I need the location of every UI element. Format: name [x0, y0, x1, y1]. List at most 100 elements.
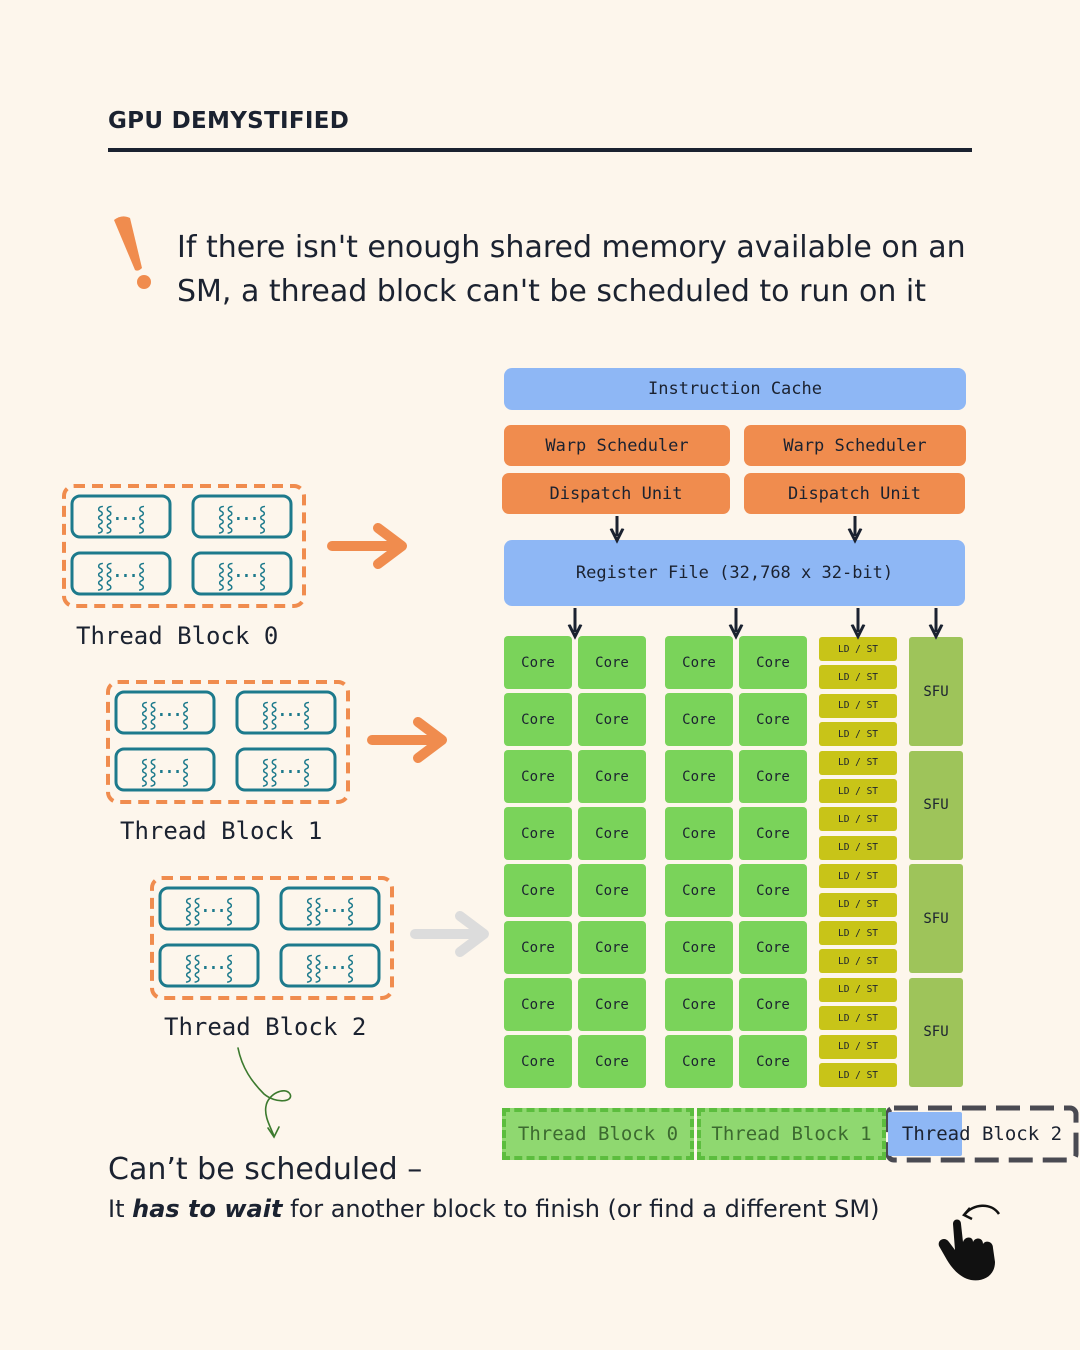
exclamation-icon	[114, 216, 151, 289]
shared-memory-slot-1: Thread Block 1	[697, 1108, 886, 1160]
core-unit: Core	[504, 636, 572, 689]
core-unit: Core	[665, 921, 733, 974]
core-unit: Core	[739, 807, 807, 860]
swipe-hand-icon[interactable]	[935, 1200, 1007, 1282]
ldst-unit: LD / ST	[819, 835, 897, 860]
caption-post: for another block to finish (or find a d…	[282, 1195, 880, 1223]
warp-glyph: ⸾⸾⋯⸾	[305, 896, 355, 926]
core-unit: Core	[665, 636, 733, 689]
thread-block-0: ⸾⸾⋯⸾ ⸾⸾⋯⸾ ⸾⸾⋯⸾ ⸾⸾⋯⸾	[62, 484, 306, 608]
core-unit: Core	[578, 921, 646, 974]
warp-glyph: ⸾⸾⋯⸾	[261, 700, 311, 730]
sfu-unit: SFU	[909, 977, 963, 1087]
dispatch-unit-right: Dispatch Unit	[744, 473, 965, 514]
ldst-unit: LD / ST	[819, 949, 897, 974]
ldst-unit: LD / ST	[819, 637, 897, 661]
core-unit: Core	[504, 864, 572, 917]
block-arrow-1	[367, 717, 447, 763]
core-unit: Core	[504, 921, 572, 974]
note-text: If there isn't enough shared memory avai…	[177, 230, 966, 309]
core-unit: Core	[578, 693, 646, 746]
thread-block-2-label: Thread Block 2	[164, 1013, 367, 1041]
warp-threads-icon	[191, 494, 293, 539]
caption-title: Can’t be scheduled –	[108, 1152, 423, 1187]
caption-pre: It	[108, 1195, 133, 1223]
core-unit: Core	[504, 750, 572, 803]
warp-threads-icon	[70, 551, 172, 596]
ldst-unit: LD / ST	[819, 693, 897, 718]
block-arrow-2-blocked	[410, 911, 489, 957]
core-unit: Core	[665, 864, 733, 917]
warp-threads-icon	[158, 886, 260, 931]
core-unit: Core	[739, 1035, 807, 1088]
shared-memory-slot-2: Thread Block 2	[901, 1123, 1063, 1145]
warp-threads-icon	[235, 747, 337, 792]
warp-glyph: ⸾⸾⋯⸾	[217, 504, 267, 534]
caption-line: It has to wait for another block to fini…	[108, 1195, 879, 1223]
warp-threads-icon	[158, 943, 260, 988]
warp-glyph: ⸾⸾⋯⸾	[140, 757, 190, 787]
block-arrow-0	[327, 523, 407, 569]
sfu-unit: SFU	[909, 750, 963, 860]
ldst-unit: LD / ST	[819, 779, 897, 803]
warp-threads-icon	[279, 886, 381, 931]
warp-threads-icon	[191, 551, 293, 596]
warp-threads-icon	[235, 690, 337, 735]
core-unit: Core	[578, 864, 646, 917]
ldst-unit: LD / ST	[819, 1006, 897, 1031]
warp-glyph: ⸾⸾⋯⸾	[140, 700, 190, 730]
ldst-unit: LD / ST	[819, 722, 897, 747]
ldst-unit: LD / ST	[819, 750, 897, 775]
core-unit: Core	[665, 1035, 733, 1088]
core-unit: Core	[578, 750, 646, 803]
core-unit: Core	[504, 807, 572, 860]
warp-glyph: ⸾⸾⋯⸾	[96, 561, 146, 591]
core-unit: Core	[739, 921, 807, 974]
core-unit: Core	[578, 978, 646, 1031]
warp-scheduler-left: Warp Scheduler	[504, 425, 730, 466]
thread-block-2: ⸾⸾⋯⸾⸾⸾⋯⸾⸾⸾⋯⸾⸾⸾⋯⸾	[150, 876, 394, 1000]
core-unit: Core	[739, 864, 807, 917]
core-unit: Core	[739, 636, 807, 689]
core-unit: Core	[504, 978, 572, 1031]
sfu-unit: SFU	[909, 637, 963, 746]
instruction-cache: Instruction Cache	[504, 368, 966, 410]
ldst-unit: LD / ST	[819, 921, 897, 945]
core-unit: Core	[665, 978, 733, 1031]
thread-block-1-label: Thread Block 1	[120, 817, 323, 845]
curly-arrow	[237, 1047, 292, 1139]
core-unit: Core	[578, 807, 646, 860]
core-unit: Core	[665, 693, 733, 746]
core-unit: Core	[665, 807, 733, 860]
warp-glyph: ⸾⸾⋯⸾	[261, 757, 311, 787]
thread-block-2-partial-fill	[888, 1112, 962, 1156]
thread-block-0-label: Thread Block 0	[76, 622, 279, 650]
core-unit: Core	[739, 750, 807, 803]
warp-scheduler-right: Warp Scheduler	[744, 425, 966, 466]
thread-block-2-slot-outline	[885, 1105, 1079, 1163]
shared-memory-slot-0: Thread Block 0	[502, 1108, 694, 1160]
caption-bold: has to wait	[132, 1195, 283, 1223]
dispatch-unit-left: Dispatch Unit	[502, 473, 730, 514]
ldst-unit: LD / ST	[819, 864, 897, 889]
core-unit: Core	[739, 693, 807, 746]
ldst-unit: LD / ST	[819, 665, 897, 690]
core-unit: Core	[504, 693, 572, 746]
ldst-unit: LD / ST	[819, 807, 897, 832]
core-unit: Core	[504, 1035, 572, 1088]
header-rule	[108, 148, 972, 152]
core-unit: Core	[665, 750, 733, 803]
warp-threads-icon	[114, 747, 216, 792]
warp-threads-icon	[70, 494, 172, 539]
warp-glyph: ⸾⸾⋯⸾	[305, 953, 355, 983]
register-file: Register File (32,768 x 32-bit)	[504, 540, 965, 606]
warp-glyph: ⸾⸾⋯⸾	[217, 561, 267, 591]
ldst-unit: LD / ST	[819, 1063, 897, 1087]
warp-threads-icon	[114, 690, 216, 735]
ldst-unit: LD / ST	[819, 977, 897, 1002]
warp-glyph: ⸾⸾⋯⸾	[96, 504, 146, 534]
core-unit: Core	[578, 1035, 646, 1088]
dispatch-arrows	[575, 516, 936, 632]
warp-glyph: ⸾⸾⋯⸾	[184, 953, 234, 983]
